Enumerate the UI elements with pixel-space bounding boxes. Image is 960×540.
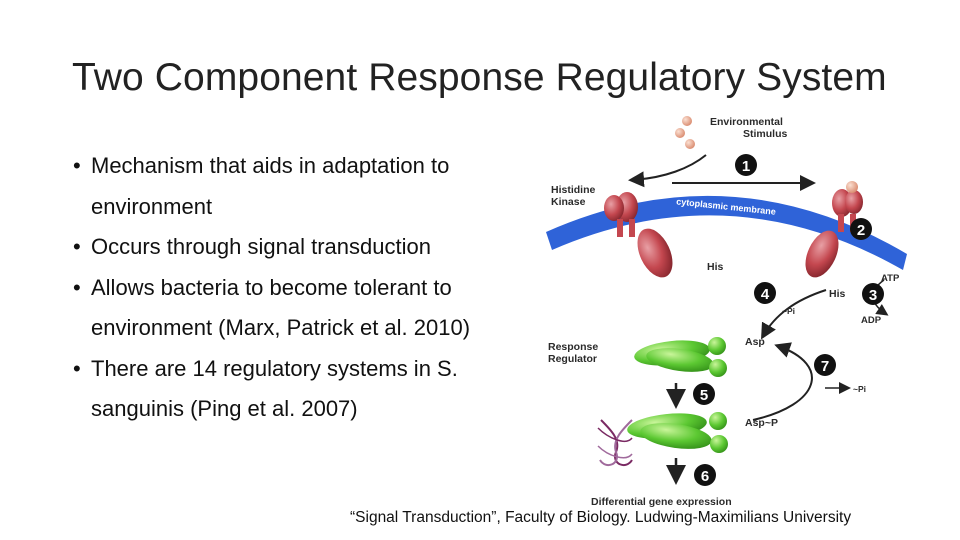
response-regulator-bottom	[626, 410, 728, 453]
bullet-item: Occurs through signal transduction	[73, 227, 553, 268]
bullet-item: There are 14 regulatory systems in S. sa…	[73, 349, 553, 430]
dephosphorylation-arrow	[753, 346, 812, 420]
his-label-right: His	[829, 288, 846, 300]
bullet-item: Allows bacteria to become tolerant to en…	[73, 268, 553, 349]
step-badge-3: 3	[862, 283, 884, 305]
source-caption: “Signal Transduction”, Faculty of Biolog…	[350, 509, 851, 527]
asp-label: Asp	[745, 336, 765, 348]
step-badge-2: 2	[850, 218, 872, 240]
stimulus-label-line1: Environmental	[710, 116, 783, 128]
adp-label: ADP	[861, 315, 882, 326]
stimulus-arrow	[632, 155, 706, 180]
pi-label-upper: ~Pi	[782, 306, 795, 316]
kinase-label-line2: Kinase	[551, 196, 586, 208]
svg-text:3: 3	[869, 287, 877, 304]
svg-text:1: 1	[742, 158, 750, 175]
svg-text:5: 5	[700, 387, 708, 404]
dna-helix	[598, 420, 632, 465]
kinase-label-line1: Histidine	[551, 184, 595, 196]
gene-expression-label: Differential gene expression	[591, 496, 732, 508]
bullet-list: Mechanism that aids in adaptation to env…	[73, 146, 553, 430]
step-badge-7: 7	[814, 354, 836, 376]
stimulus-label-line2: Stimulus	[743, 128, 787, 140]
response-regulator-top	[633, 337, 727, 377]
atp-label: ATP	[881, 273, 900, 284]
svg-text:4: 4	[761, 286, 770, 303]
his-label-left: His	[707, 261, 724, 273]
regulator-label-line2: Regulator	[548, 353, 597, 365]
pi-label-lower: ~Pi	[853, 384, 866, 394]
step-badge-4: 4	[754, 282, 776, 304]
step-badge-6: 6	[694, 464, 716, 486]
svg-text:2: 2	[857, 222, 865, 239]
two-component-diagram: Environmental Stimulus cytoplasmic membr…	[540, 106, 920, 508]
regulator-label-line1: Response	[548, 341, 598, 353]
step-badge-5: 5	[693, 383, 715, 405]
asp-p-label: Asp~P	[745, 417, 778, 429]
bullet-item: Mechanism that aids in adaptation to env…	[73, 146, 553, 227]
slide-title: Two Component Response Regulatory System	[72, 56, 887, 100]
step-badge-1: 1	[735, 154, 757, 176]
svg-text:6: 6	[701, 468, 709, 485]
svg-text:7: 7	[821, 358, 829, 375]
stimulus-dots	[675, 116, 695, 149]
